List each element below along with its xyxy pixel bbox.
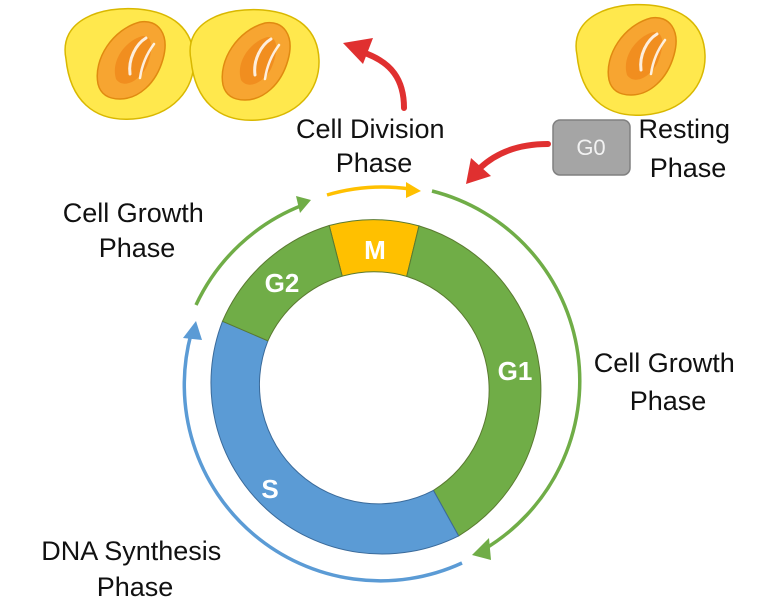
cell-division-phase-label: Cell Division Phase (296, 114, 452, 178)
dna-synthesis-phase-label: DNA Synthesis Phase (41, 536, 229, 602)
resting-phase-label: Resting Phase (638, 114, 737, 183)
segment-g2-label: G2 (265, 268, 300, 298)
segment-m-label: M (364, 235, 386, 265)
daughter-cell-right-icon (188, 8, 321, 122)
cell-growth-phase-left-label: Cell Growth Phase (63, 198, 212, 263)
segment-g2 (221, 224, 343, 342)
g0-box (552, 119, 631, 176)
division-arc-arrow (326, 182, 421, 198)
segment-g1 (406, 225, 542, 537)
synthesis-arc-arrow (182, 321, 463, 583)
daughter-cell-left-icon (63, 7, 196, 121)
resting-cell-icon (574, 3, 707, 117)
segment-s (210, 320, 460, 555)
resting-to-cycle-arrow (466, 141, 551, 184)
division-to-cells-arrow (343, 38, 407, 111)
segment-s-label: S (261, 474, 278, 504)
segment-g1-label: G1 (498, 356, 533, 386)
g0-badge: G0 (552, 119, 631, 176)
growth-arc-left-arrow (194, 196, 311, 306)
g0-label: G0 (576, 135, 605, 160)
growth-arc-right-arrow (431, 189, 582, 560)
cell-growth-phase-right-label: Cell Growth Phase (594, 348, 743, 416)
